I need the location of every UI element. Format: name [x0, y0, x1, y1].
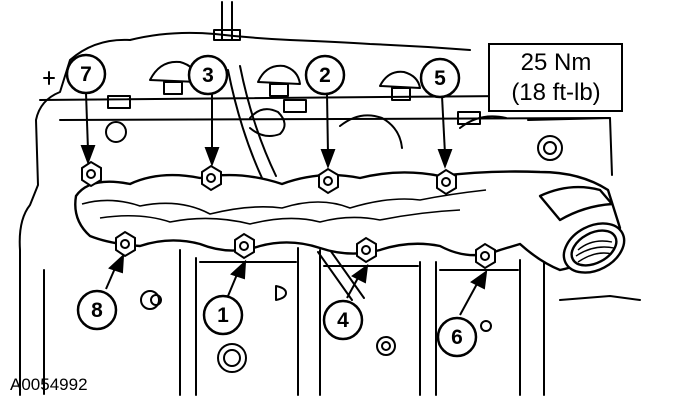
arrow-3	[204, 94, 220, 167]
figure-id: A0054992	[10, 375, 88, 394]
callout-1-label: 1	[217, 304, 229, 327]
bolt-heads	[81, 160, 496, 270]
torque-metric: 25 Nm	[521, 49, 592, 76]
arrow-8	[105, 253, 125, 290]
arrow-5	[437, 95, 453, 169]
bolt-8-head	[115, 230, 136, 258]
bolt-2-head	[318, 167, 339, 195]
callout-2-label: 2	[319, 64, 331, 87]
callout-6-label: 6	[451, 326, 463, 349]
callout-5-label: 5	[434, 67, 446, 90]
callout-3: 3	[187, 54, 229, 96]
arrow-1	[227, 259, 247, 297]
callout-6: 6	[436, 316, 478, 358]
callout-2: 2	[304, 54, 346, 96]
torque-imperial: (18 ft-lb)	[511, 79, 600, 106]
arrow-7	[80, 92, 96, 165]
leader-arrows	[80, 92, 488, 316]
bolt-5-head	[436, 168, 457, 196]
bolt-3-head	[201, 164, 222, 192]
bolt-7-head	[81, 160, 102, 188]
arrow-6	[459, 269, 488, 316]
callout-8: 8	[76, 289, 118, 331]
bolt-1-head	[234, 232, 255, 260]
bolt-6-head	[475, 242, 496, 270]
callout-5: 5	[419, 57, 461, 99]
callout-7-label: 7	[80, 63, 92, 86]
engine-block-outline	[18, 1, 641, 396]
callout-1: 1	[202, 294, 244, 336]
callout-8-label: 8	[91, 299, 103, 322]
callout-4-label: 4	[337, 309, 349, 332]
callout-4: 4	[322, 299, 364, 341]
torque-spec-box: 25 Nm (18 ft-lb)	[488, 43, 623, 112]
arrow-4	[346, 263, 369, 299]
callout-3-label: 3	[202, 64, 214, 87]
callout-7: 7	[65, 53, 107, 95]
arrow-2	[320, 93, 336, 169]
bolt-4-head	[356, 236, 377, 264]
